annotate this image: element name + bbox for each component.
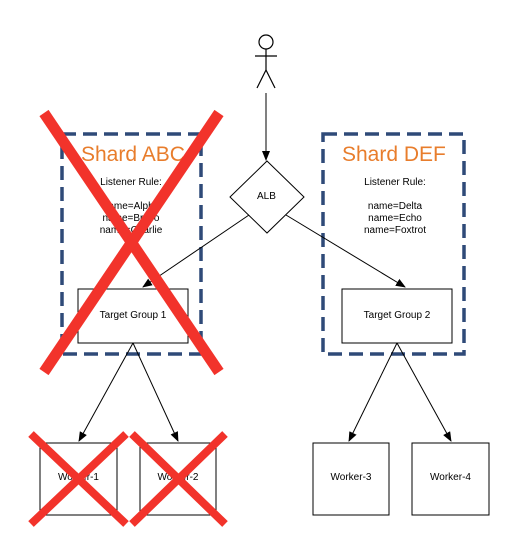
- shard-def-container: [321, 132, 466, 356]
- worker-2-label: Worker-2: [157, 472, 199, 483]
- shard-def-listener-rule: Listener Rule: name=Delta name=Echo name…: [350, 177, 440, 237]
- listener-rule-item: name=Bravo: [102, 213, 160, 224]
- alb-label: ALB: [257, 191, 276, 202]
- connector-alb-tg2: [285, 214, 406, 288]
- listener-rule-heading: Listener Rule:: [364, 177, 426, 188]
- listener-rule-item: name=Foxtrot: [364, 225, 426, 236]
- listener-rule-heading: Listener Rule:: [100, 177, 162, 188]
- listener-rule-item: name=Echo: [368, 213, 422, 224]
- target-group-2-label: Target Group 2: [363, 310, 431, 321]
- listener-rule-item: name=Charlie: [99, 225, 163, 236]
- worker-3-label: Worker-3: [330, 472, 372, 483]
- shard-abc-title: Shard ABC: [81, 143, 185, 166]
- target-group-2-box: [341, 288, 453, 344]
- shard-abc-listener-rule: Listener Rule: name=Alpha name=Bravo nam…: [86, 177, 176, 237]
- connector-tg2-worker4: [396, 342, 452, 442]
- connector-tg2-worker3: [348, 342, 398, 442]
- user-actor-icon: [255, 34, 277, 89]
- connector-tg1-worker2: [132, 342, 179, 442]
- target-group-1-label: Target Group 1: [99, 310, 167, 321]
- listener-rule-item: name=Alpha: [102, 201, 160, 212]
- worker-3-box: [312, 442, 390, 516]
- worker-1-label: Worker-1: [58, 472, 99, 483]
- worker-4-label: Worker-4: [430, 472, 471, 483]
- shard-def-title: Shard DEF: [342, 143, 446, 166]
- worker-4-box: [411, 442, 490, 516]
- connector-tg1-worker1: [78, 342, 134, 442]
- listener-rule-item: name=Delta: [367, 201, 423, 212]
